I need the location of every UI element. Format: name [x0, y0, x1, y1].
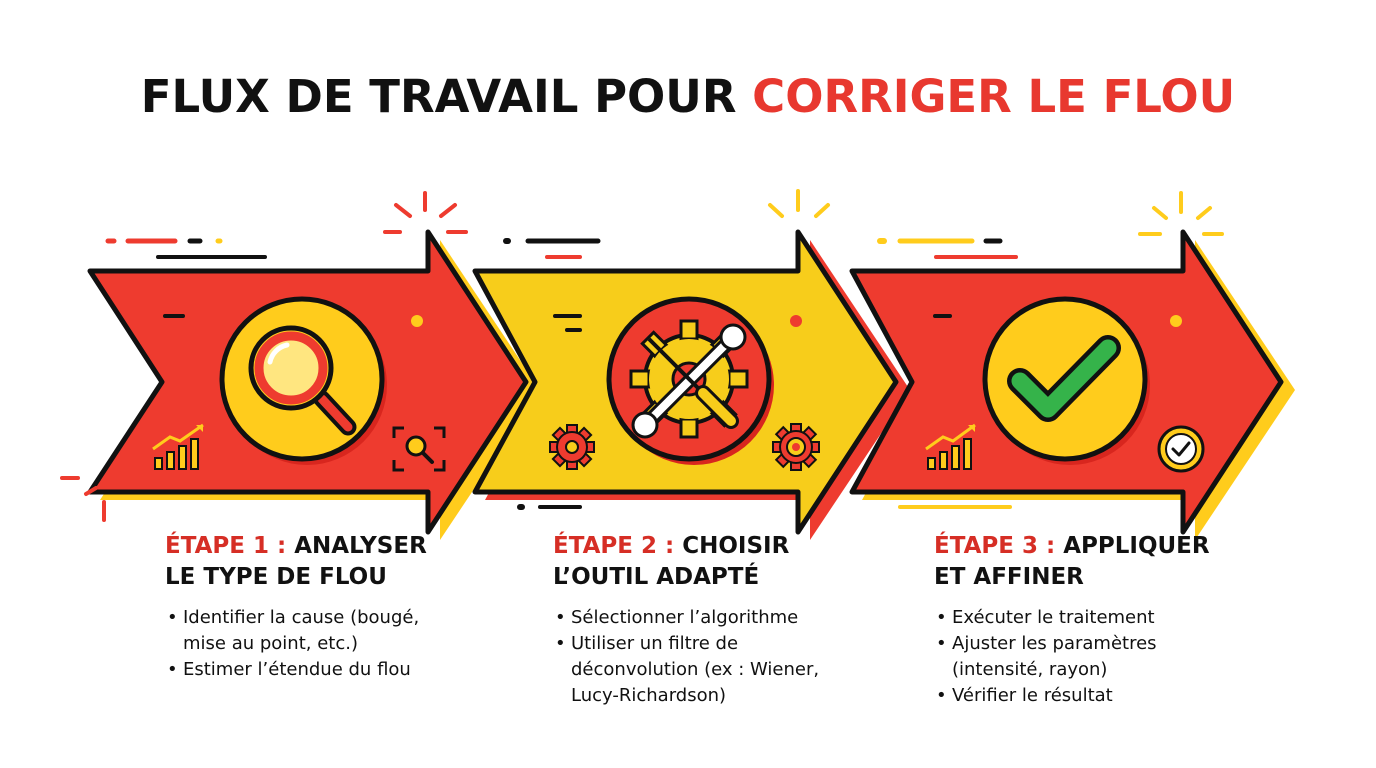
step-3-text: ÉTAPE 3 : APPLIQUER ET AFFINER Exécuter … [934, 531, 1234, 709]
list-item: Sélectionner l’algorithme [553, 605, 843, 631]
step-1-text: ÉTAPE 1 : ANALYSER LE TYPE DE FLOU Ident… [165, 531, 465, 683]
step-number: ÉTAPE 2 : [553, 533, 675, 559]
wrench-screwdriver-gear-icon [629, 319, 749, 439]
checkmark-icon [1007, 335, 1121, 422]
bar-chart-icon [152, 423, 204, 470]
page-title: FLUX DE TRAVAIL POUR CORRIGER LE FLOU [0, 70, 1376, 123]
check-badge-icon [1157, 425, 1205, 473]
list-item: Estimer l’étendue du flou [165, 657, 465, 683]
step-number: ÉTAPE 1 : [165, 533, 287, 559]
list-item: Vérifier le résultat [934, 683, 1234, 709]
title-accent: CORRIGER LE FLOU [752, 70, 1236, 123]
step-title: CHOISIR L’OUTIL ADAPTÉ [553, 533, 790, 590]
gear-icon [772, 423, 820, 471]
list-item: Ajuster les paramètres (intensité, rayon… [934, 631, 1234, 683]
step-title: APPLIQUER ET AFFINER [934, 533, 1210, 590]
magnifying-glass-icon [248, 325, 357, 436]
list-item: Identifier la cause (bougé, mise au poin… [165, 605, 465, 657]
step-heading: ÉTAPE 1 : ANALYSER LE TYPE DE FLOU [165, 531, 465, 593]
step-2-text: ÉTAPE 2 : CHOISIR L’OUTIL ADAPTÉ Sélecti… [553, 531, 843, 709]
arrow-step-2 [472, 229, 910, 540]
step-number: ÉTAPE 3 : [934, 533, 1056, 559]
arrow-step-3 [849, 229, 1295, 540]
bullet-list: Exécuter le traitement Ajuster les param… [934, 605, 1234, 709]
step-heading: ÉTAPE 3 : APPLIQUER ET AFFINER [934, 531, 1234, 593]
decorative-lines [60, 189, 1224, 522]
arrow-step-1 [87, 229, 540, 540]
focus-search-icon [392, 426, 446, 472]
gear-icon [549, 424, 595, 470]
list-item: Exécuter le traitement [934, 605, 1234, 631]
title-main: FLUX DE TRAVAIL POUR [140, 70, 753, 123]
bar-chart-icon [925, 423, 976, 470]
step-title: ANALYSER LE TYPE DE FLOU [165, 533, 427, 590]
step-heading: ÉTAPE 2 : CHOISIR L’OUTIL ADAPTÉ [553, 531, 843, 593]
bullet-list: Sélectionner l’algorithme Utiliser un fi… [553, 605, 843, 709]
bullet-list: Identifier la cause (bougé, mise au poin… [165, 605, 465, 683]
list-item: Utiliser un filtre de déconvolution (ex … [553, 631, 843, 709]
